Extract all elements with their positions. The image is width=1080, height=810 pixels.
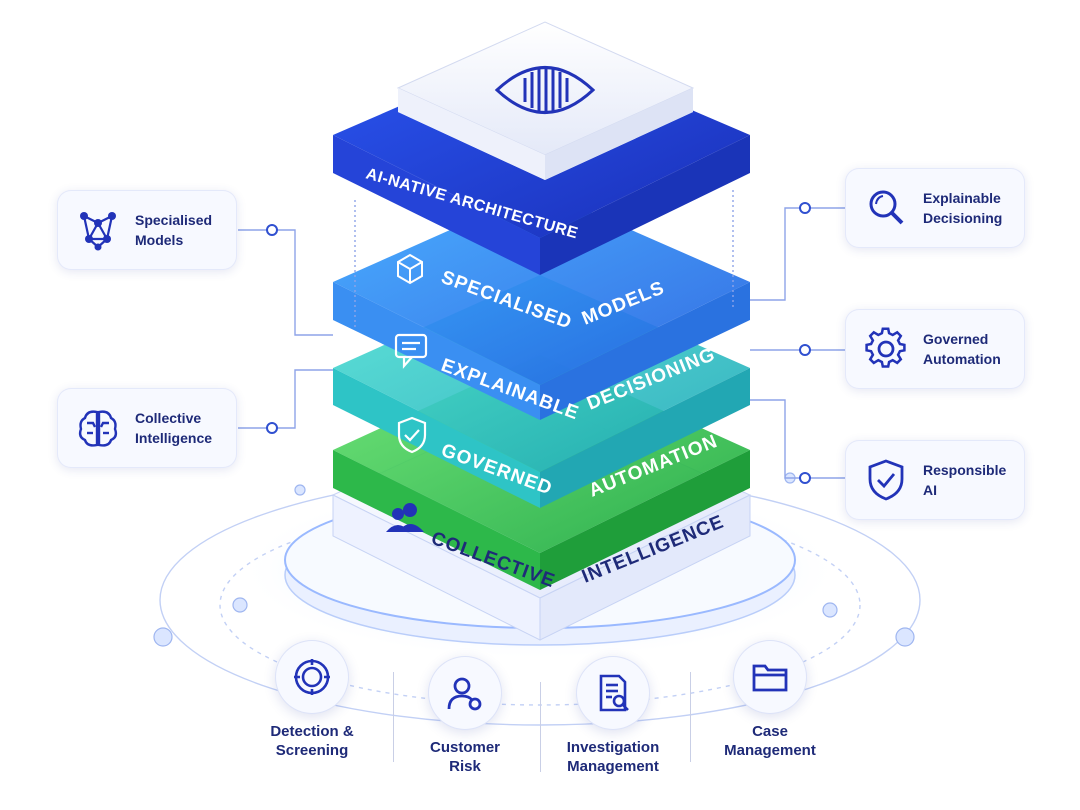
bottom-line1: Case (752, 723, 788, 740)
shield-check-layer-icon (397, 416, 427, 454)
card-line1: Specialised (135, 212, 213, 228)
card-line2: AI (923, 482, 937, 498)
magnifier-icon (869, 190, 904, 225)
connector-dots-left (266, 224, 278, 434)
card-line1: Collective (135, 410, 202, 426)
bottom-item-detection-screening: Detection & Screening (232, 640, 392, 760)
bottom-icon-circle (275, 640, 349, 714)
users-icon (386, 503, 424, 532)
bottom-icon-circle (576, 656, 650, 730)
card-line2: Intelligence (135, 430, 213, 446)
bottom-line1: Investigation (566, 739, 660, 756)
bottom-line1: Customer (429, 739, 500, 756)
network-graph-icon (80, 212, 116, 251)
connectors-right (732, 190, 845, 479)
card-line1: Explainable (923, 190, 1001, 206)
shield-check-icon (868, 459, 904, 501)
layer-specialised (333, 190, 750, 420)
card-line2: Automation (923, 351, 1001, 367)
separator (690, 672, 691, 762)
bottom-line2: Risk (449, 758, 481, 775)
connector-dots-right (799, 202, 811, 484)
brain-icon (78, 410, 118, 447)
folder-icon (752, 664, 788, 692)
document-search-icon (599, 674, 629, 712)
card-line1: Responsible (923, 462, 1007, 478)
bottom-icon-circle (733, 640, 807, 714)
bottom-line1: Detection & (270, 723, 354, 740)
bottom-line2: Management (567, 758, 659, 775)
separator (393, 672, 394, 762)
cube-icon (397, 253, 423, 285)
eye-logo-icon (494, 66, 596, 114)
card-line2: Models (135, 232, 184, 248)
bottom-line2: Screening (275, 742, 349, 759)
gear-icon (865, 327, 906, 368)
bottom-icon-circle (428, 656, 502, 730)
separator (540, 682, 541, 772)
user-icon (447, 677, 482, 711)
target-cycle-icon (294, 659, 330, 695)
bottom-line2: Management (724, 742, 816, 759)
card-line1: Governed (923, 331, 989, 347)
chat-bubble-icon (394, 333, 428, 369)
card-line2: Decisioning (923, 210, 1003, 226)
